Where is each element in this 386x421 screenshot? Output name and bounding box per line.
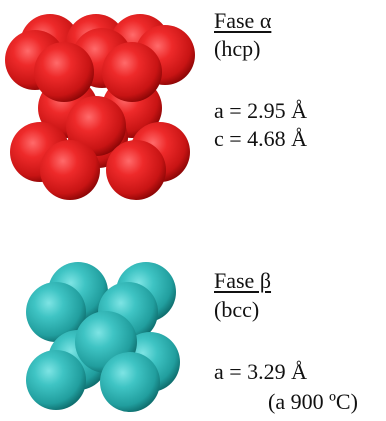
atom bbox=[40, 140, 100, 200]
atom bbox=[26, 350, 86, 410]
bcc-atom-cluster bbox=[26, 262, 180, 412]
atom bbox=[106, 140, 166, 200]
beta-temperature-note: (a 900 ºC) bbox=[268, 389, 358, 414]
alpha-structure-label: (hcp) bbox=[214, 36, 261, 61]
atom bbox=[66, 96, 126, 156]
beta-structure-label: (bcc) bbox=[214, 297, 260, 322]
beta-param-a: a = 3.29 Å bbox=[214, 359, 308, 384]
alpha-param-c: c = 4.68 Å bbox=[214, 126, 308, 151]
atom bbox=[100, 352, 160, 412]
atom bbox=[26, 282, 86, 342]
alpha-param-a: a = 2.95 Å bbox=[214, 98, 308, 123]
hcp-atom-cluster bbox=[5, 14, 195, 200]
atom bbox=[34, 42, 94, 102]
atom bbox=[102, 42, 162, 102]
alpha-phase-title: Fase α bbox=[214, 8, 272, 33]
beta-phase-title: Fase β bbox=[214, 268, 272, 293]
